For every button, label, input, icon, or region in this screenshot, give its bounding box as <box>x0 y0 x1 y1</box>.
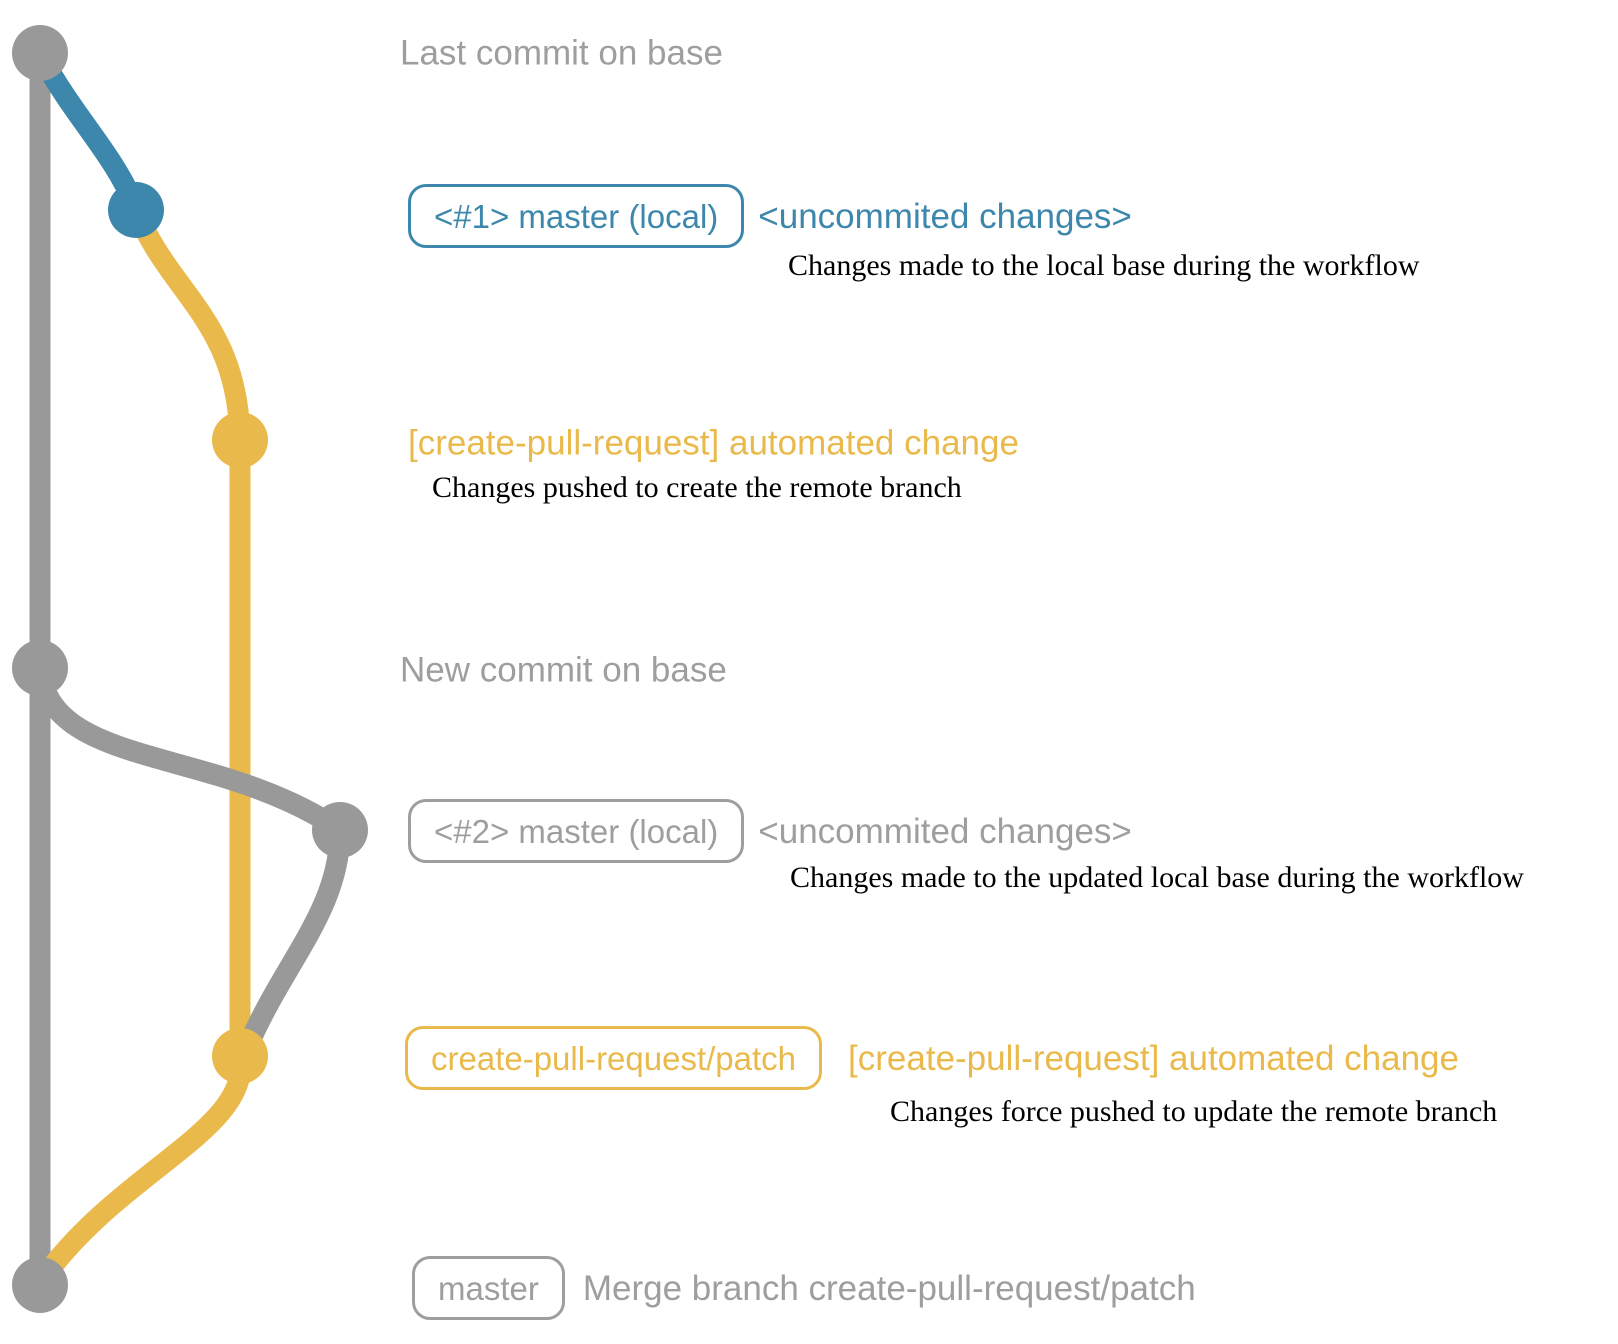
automated-change-label-1: [create-pull-request] automated change <box>408 423 1019 463</box>
updated-local-branch-curve <box>29 666 351 1051</box>
last-commit-label: Last commit on base <box>400 33 723 73</box>
automated-change-label-2: [create-pull-request] automated change <box>848 1038 1459 1078</box>
commit-dot-patch-1 <box>212 412 268 468</box>
uncommited-changes-label-1: <uncommited changes> <box>758 196 1132 236</box>
note-local-1: Changes made to the local base during th… <box>788 249 1420 282</box>
commit-dot-last-base <box>12 25 68 81</box>
branch-badge-master: master <box>412 1256 565 1320</box>
branch-badge-patch: create-pull-request/patch <box>405 1026 823 1090</box>
row-local-1: <#1> master (local) <uncommited changes> <box>408 184 1132 248</box>
row-last-commit: Last commit on base <box>400 36 723 71</box>
commit-dot-patch-2 <box>212 1028 268 1084</box>
row-merge: master Merge branch create-pull-request/… <box>412 1256 1196 1320</box>
patch-branch-line <box>126 206 251 1056</box>
merge-curve <box>33 1054 252 1287</box>
row-new-commit: New commit on base <box>400 653 727 688</box>
commit-dot-new-base <box>12 640 68 696</box>
merge-label: Merge branch create-pull-request/patch <box>582 1268 1196 1308</box>
row-patch-1: [create-pull-request] automated change <box>408 426 1019 461</box>
branch-badge-local-2: <#2> master (local) <box>408 799 745 863</box>
commit-dot-local-1 <box>108 182 164 238</box>
note-local-2: Changes made to the updated local base d… <box>790 861 1524 894</box>
branch-badge-local-1: <#1> master (local) <box>408 184 745 248</box>
note-patch-1: Changes pushed to create the remote bran… <box>432 471 962 504</box>
uncommited-changes-label-2: <uncommited changes> <box>758 811 1132 851</box>
row-patch-2: create-pull-request/patch [create-pull-r… <box>405 1026 1459 1090</box>
new-commit-label: New commit on base <box>400 650 727 690</box>
row-local-2: <#2> master (local) <uncommited changes> <box>408 799 1132 863</box>
note-patch-2: Changes force pushed to update the remot… <box>890 1095 1498 1128</box>
local-branch-curve <box>32 52 145 211</box>
commit-dot-local-2 <box>312 802 368 858</box>
commit-dot-merge <box>12 1257 68 1313</box>
